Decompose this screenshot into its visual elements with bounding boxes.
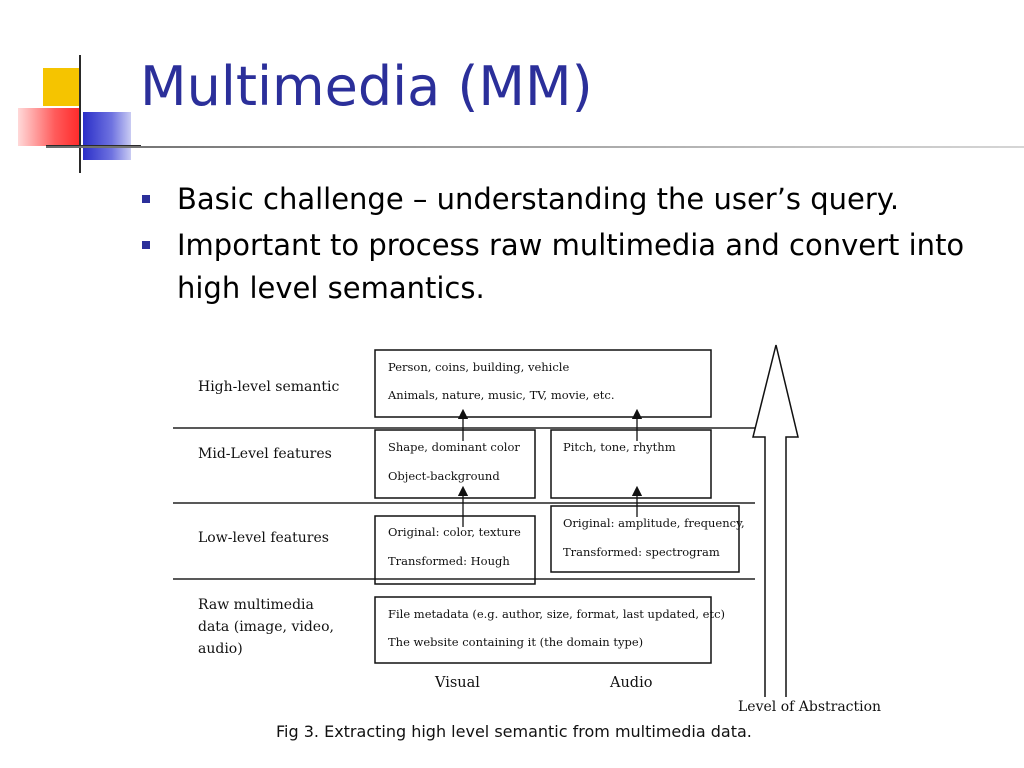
level-label-high: High-level semantic xyxy=(198,379,339,395)
box-text: Pitch, tone, rhythm xyxy=(563,440,676,454)
level-label-low: Low-level features xyxy=(198,530,329,546)
box-text: Shape, dominant color xyxy=(388,440,520,454)
raw-box xyxy=(374,596,712,664)
high-level-box xyxy=(374,349,712,418)
level-label-mid: Mid-Level features xyxy=(198,446,332,462)
bullet-item: Basic challenge – understanding the user… xyxy=(140,178,1000,221)
bullet-text: Basic challenge – understanding the user… xyxy=(177,182,900,216)
box-text: Transformed: spectrogram xyxy=(563,545,720,559)
figure-caption: Fig 3. Extracting high level semantic fr… xyxy=(276,722,752,741)
abstraction-arrow-icon xyxy=(752,344,799,697)
mid-visual-box xyxy=(374,429,536,499)
bullet-square-icon xyxy=(142,241,150,249)
box-text: Animals, nature, music, TV, movie, etc. xyxy=(387,388,615,402)
column-label-audio: Audio xyxy=(609,675,652,691)
column-label-visual: Visual xyxy=(434,675,480,691)
box-text: Transformed: Hough xyxy=(388,554,510,568)
blue-square xyxy=(83,112,131,160)
bullet-list: Basic challenge – understanding the user… xyxy=(140,178,1000,310)
box-text: Person, coins, building, vehicle xyxy=(388,360,569,374)
bullet-text: Important to process raw multimedia and … xyxy=(177,228,965,305)
bullet-square-icon xyxy=(142,195,150,203)
corner-decoration xyxy=(0,0,141,175)
box-text: File metadata (e.g. author, size, format… xyxy=(388,607,725,621)
low-visual-box xyxy=(374,515,536,585)
yellow-square xyxy=(43,68,81,106)
bullet-item: Important to process raw multimedia and … xyxy=(140,224,1000,310)
box-text: Object-background xyxy=(388,469,500,483)
vertical-line xyxy=(79,55,81,173)
abstraction-label: Level of Abstraction xyxy=(738,699,881,715)
box-text: Original: amplitude, frequency, xyxy=(563,516,745,530)
page-title: Multimedia (MM) xyxy=(140,55,593,118)
box-text: Original: color, texture xyxy=(388,525,521,539)
red-square xyxy=(18,108,80,146)
title-divider xyxy=(46,146,1024,148)
level-label-raw: Raw multimedia data (image, video, audio… xyxy=(198,597,338,657)
box-text: The website containing it (the domain ty… xyxy=(388,635,643,649)
low-audio-box xyxy=(550,505,740,573)
mid-audio-box xyxy=(550,429,712,499)
